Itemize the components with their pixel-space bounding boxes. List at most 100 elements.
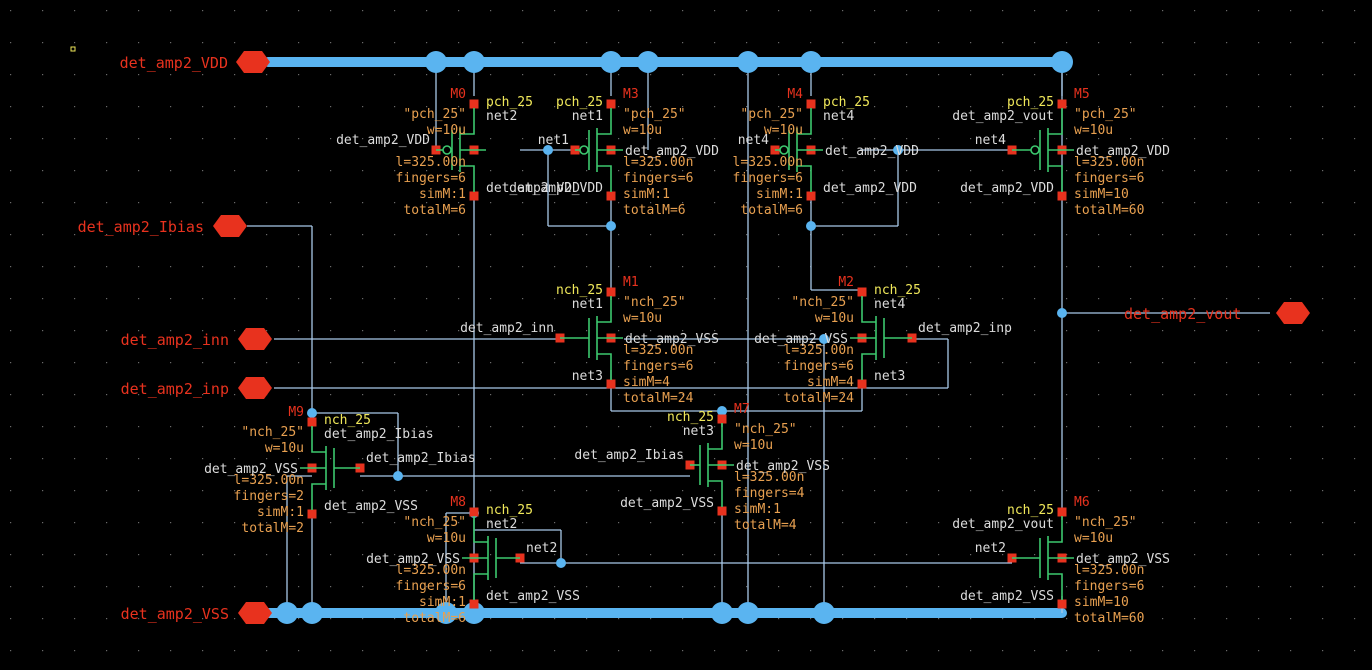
m0-instance-label: M0 (450, 87, 466, 102)
m0-drain-net: net2 (486, 109, 517, 124)
m7-length-label: l=325.00n (734, 470, 804, 485)
m9-simm-label: simM:1 (257, 505, 304, 520)
m0-length-label: l=325.00n (396, 155, 466, 170)
m3-drain-net: net1 (572, 109, 603, 124)
pin-vout[interactable]: det_amp2_vout (1124, 302, 1310, 324)
transistor-m2[interactable]: M2nch_25"nch_25"w=10ul=325.00nfingers=6s… (754, 275, 1012, 406)
transistor-m3[interactable]: M3pch_25"pch_25"w=10ul=325.00nfingers=6s… (509, 87, 719, 218)
m3-simm-label: simM:1 (623, 187, 670, 202)
m0-model-label: pch_25 (486, 95, 533, 110)
m7-model-label: nch_25 (667, 410, 714, 425)
transistor-m9[interactable]: M9nch_25"nch_25"w=10ul=325.00nfingers=2s… (204, 405, 476, 536)
transistor-m4[interactable]: M4pch_25"pch_25"w=10ul=325.00nfingers=6s… (733, 87, 920, 218)
m1-model-label: nch_25 (556, 283, 603, 298)
m3-model-label: pch_25 (556, 95, 603, 110)
m6-cell-label: "nch_25" (1074, 515, 1137, 530)
pin-vdd[interactable]: det_amp2_VDD (120, 51, 270, 73)
m1-fingers-label: fingers=6 (623, 359, 693, 374)
m2-instance-label: M2 (838, 275, 854, 290)
m4-simm-label: simM:1 (756, 187, 803, 202)
transistor-m0[interactable]: M0pch_25"pch_25"w=10ul=325.00nfingers=6s… (336, 87, 580, 218)
m7-width-label: w=10u (734, 438, 773, 453)
m9-cell-label: "nch_25" (241, 425, 304, 440)
transistor-m1[interactable]: M1nch_25"nch_25"w=10ul=325.00nfingers=6s… (460, 275, 719, 406)
m4-source-net: det_amp2_VDD (823, 181, 917, 196)
m9-instance-label: M9 (288, 405, 304, 420)
m4-width-label: w=10u (764, 123, 803, 138)
m4-model-label: pch_25 (823, 95, 870, 110)
m6-instance-label: M6 (1074, 495, 1090, 510)
m5-source-net: det_amp2_VDD (960, 181, 1054, 196)
m2-fingers-label: fingers=6 (784, 359, 854, 374)
m2-gate-net: det_amp2_inp (918, 321, 1012, 336)
pin-ibias-label: det_amp2_Ibias (78, 218, 204, 236)
m3-fingers-label: fingers=6 (623, 171, 693, 186)
transistor-m5[interactable]: M5pch_25"pch_25"w=10ul=325.00nfingers=6s… (952, 87, 1170, 218)
m9-model-label: nch_25 (324, 413, 371, 428)
pin-ibias[interactable]: det_amp2_Ibias (78, 215, 247, 237)
m2-width-label: w=10u (815, 311, 854, 326)
m0-totalm-label: totalM=6 (403, 203, 466, 218)
m7-totalm-label: totalM=4 (734, 518, 797, 533)
m2-bulk-net: det_amp2_VSS (754, 332, 848, 347)
m0-width-label: w=10u (427, 123, 466, 138)
m6-source-net: det_amp2_VSS (960, 589, 1054, 604)
m6-drain-net: det_amp2_vout (952, 517, 1054, 532)
m8-length-label: l=325.00n (396, 563, 466, 578)
m5-fingers-label: fingers=6 (1074, 171, 1144, 186)
pin-vss[interactable]: det_amp2_VSS (121, 602, 272, 624)
m7-instance-label: M7 (734, 402, 750, 417)
m4-gate-net: net4 (738, 133, 769, 148)
m3-bulk-net: det_amp2_VDD (625, 144, 719, 159)
m1-cell-label: "nch_25" (623, 295, 686, 310)
pin-inp[interactable]: det_amp2_inp (121, 377, 272, 399)
m7-gate-net: det_amp2_Ibias (574, 448, 684, 463)
m7-fingers-label: fingers=4 (734, 486, 805, 501)
m5-model-label: pch_25 (1007, 95, 1054, 110)
m3-gate-net: net1 (538, 133, 569, 148)
m3-instance-label: M3 (623, 87, 639, 102)
m3-length-label: l=325.00n (623, 155, 693, 170)
m9-width-label: w=10u (265, 441, 304, 456)
m1-length-label: l=325.00n (623, 343, 693, 358)
m1-width-label: w=10u (623, 311, 662, 326)
m0-gate-net: det_amp2_VDD (336, 133, 430, 148)
m8-bulk-net: det_amp2_VSS (366, 552, 460, 567)
m1-gate-net: det_amp2_inn (460, 321, 554, 336)
m9-gate-net: det_amp2_Ibias (366, 451, 476, 466)
m4-length-label: l=325.00n (733, 155, 803, 170)
m9-source-net: det_amp2_VSS (324, 499, 418, 514)
m1-source-net: net3 (572, 369, 603, 384)
pin-inn[interactable]: det_amp2_inn (121, 328, 272, 350)
m7-drain-net: net3 (683, 424, 714, 439)
transistor-m6[interactable]: M6nch_25"nch_25"w=10ul=325.00nfingers=6s… (952, 495, 1170, 626)
m4-drain-net: net4 (823, 109, 854, 124)
m0-source-net: det_amp2_VDD (486, 181, 580, 196)
transistor-m8[interactable]: M8nch_25"nch_25"w=10ul=325.00nfingers=6s… (366, 495, 580, 626)
m5-width-label: w=10u (1074, 123, 1113, 138)
m2-model-label: nch_25 (874, 283, 921, 298)
m8-source-net: det_amp2_VSS (486, 589, 580, 604)
pin-vss-label: det_amp2_VSS (121, 605, 229, 623)
m2-cell-label: "nch_25" (791, 295, 854, 310)
pin-inp-label: det_amp2_inp (121, 380, 229, 398)
junction-dots (276, 51, 1073, 624)
m8-instance-label: M8 (450, 495, 466, 510)
m1-drain-net: net1 (572, 297, 603, 312)
m8-model-label: nch_25 (486, 503, 533, 518)
m9-fingers-label: fingers=2 (234, 489, 304, 504)
m8-simm-label: simM:1 (419, 595, 466, 610)
m8-fingers-label: fingers=6 (396, 579, 466, 594)
m2-drain-net: net4 (874, 297, 905, 312)
m7-cell-label: "nch_25" (734, 422, 797, 437)
transistor-m7[interactable]: M7nch_25"nch_25"w=10ul=325.00nfingers=4s… (574, 402, 830, 533)
m5-cell-label: "pch_25" (1074, 107, 1137, 122)
m7-source-net: det_amp2_VSS (620, 496, 714, 511)
m6-bulk-net: det_amp2_VSS (1076, 552, 1170, 567)
m4-cell-label: "pch_25" (740, 107, 803, 122)
m4-bulk-net: det_amp2_VDD (825, 144, 919, 159)
m0-fingers-label: fingers=6 (396, 171, 466, 186)
m2-source-net: net3 (874, 369, 905, 384)
m6-model-label: nch_25 (1007, 503, 1054, 518)
